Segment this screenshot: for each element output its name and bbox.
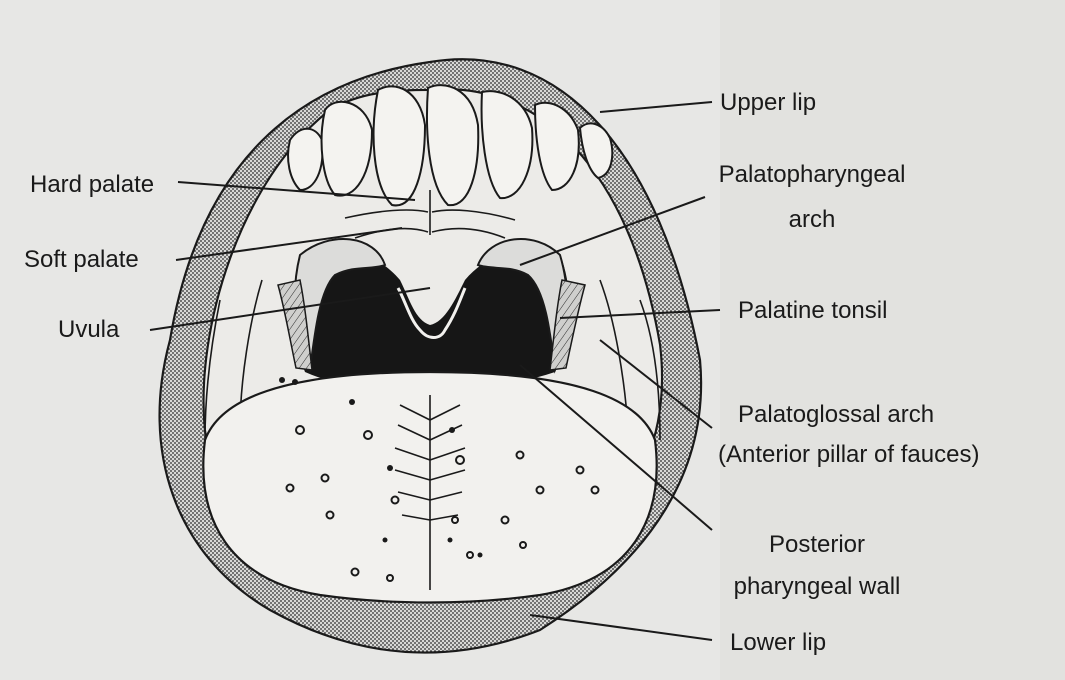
label-palatoglossal-arch-line2: (Anterior pillar of fauces) xyxy=(718,440,979,470)
label-soft-palate: Soft palate xyxy=(24,245,139,275)
label-palatopharyngeal-arch-line2: arch xyxy=(789,205,836,235)
label-palatoglossal-arch-line1: Palatoglossal arch xyxy=(738,400,934,430)
label-palatopharyngeal-arch-line1: Palatopharyngeal xyxy=(719,160,906,190)
label-posterior-pharyngeal-wall-line2: pharyngeal wall xyxy=(734,572,901,602)
label-upper-lip: Upper lip xyxy=(720,88,816,118)
label-uvula: Uvula xyxy=(58,315,119,345)
label-posterior-pharyngeal-wall-line1: Posterior xyxy=(769,530,865,560)
label-palatine-tonsil: Palatine tonsil xyxy=(738,296,887,326)
label-lower-lip: Lower lip xyxy=(730,628,826,658)
label-hard-palate: Hard palate xyxy=(30,170,154,200)
